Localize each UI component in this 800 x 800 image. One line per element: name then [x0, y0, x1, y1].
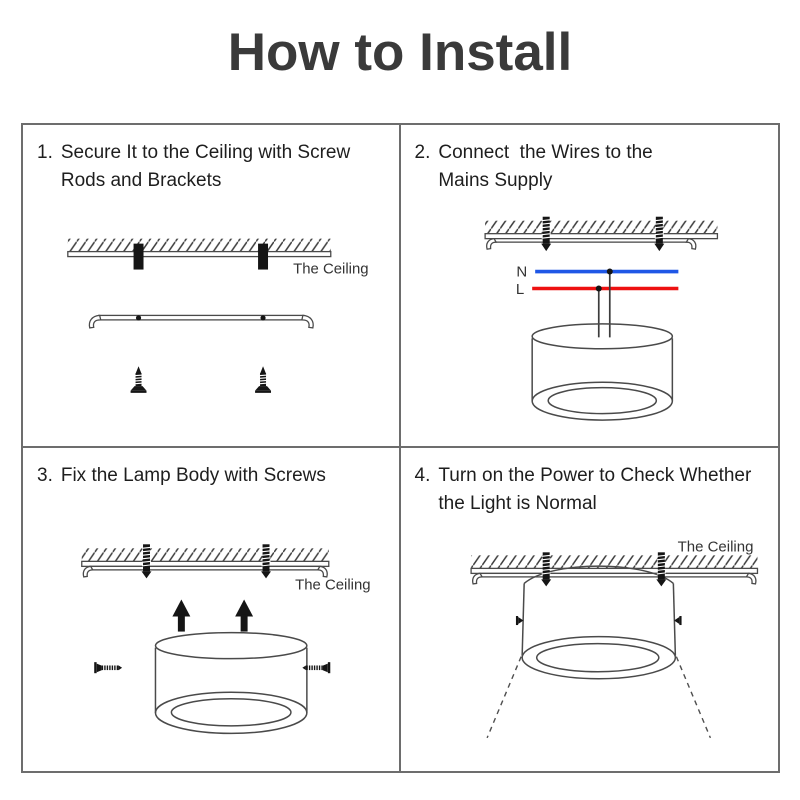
step-text-line: Rods and Brackets [60, 170, 222, 191]
step-text-line: Secure It to the Ceiling with Screw [60, 142, 351, 163]
page-title: How to Install [227, 23, 573, 82]
side-screw-icon [515, 616, 523, 626]
bracket-icon [485, 237, 696, 250]
ceiling-diagram [469, 555, 758, 585]
bracket-icon [88, 314, 314, 329]
panel-step-2: 2. Connect the Wires to the Mains Supply [400, 125, 778, 448]
step-text-line: Connect the Wires to the [438, 142, 653, 163]
ceiling-diagram [81, 544, 330, 579]
step-text-line: the Light is Normal [438, 493, 597, 514]
step-number: 4. [414, 465, 431, 486]
ceiling-diagram [483, 216, 718, 252]
step-2-instruction: 2. Connect the Wires to the Mains Supply [415, 139, 775, 195]
threaded-screw-icon [653, 216, 664, 252]
panel-step-1: 1. Secure It to the Ceiling with Screw R… [23, 125, 401, 448]
step-4-instruction: 4. Turn on the Power to Check Whether th… [415, 462, 775, 518]
step-number: 1. [37, 142, 53, 163]
ceiling-label: The Ceiling [293, 261, 369, 278]
lamp-diagram [530, 323, 673, 421]
threaded-screw-icon [655, 552, 666, 587]
step-text-line: Mains Supply [438, 170, 553, 191]
step-1-instruction: 1. Secure It to the Ceiling with Screw R… [37, 139, 395, 195]
step-4-diagram: The Ceiling [469, 538, 758, 739]
panel-step-4: 4. Turn on the Power to Check Whether th… [400, 448, 778, 771]
bracket-icon [471, 572, 757, 585]
step-text-line: Fix the Lamp Body with Screws [60, 465, 326, 486]
step-2-diagram: N L [483, 216, 718, 421]
step-text-line: Turn on the Power to Check Whether [438, 465, 752, 486]
arrow-up-icon [235, 599, 254, 632]
side-screw-icon [302, 662, 331, 674]
threaded-screw-icon [540, 216, 551, 252]
screw-icon [255, 366, 272, 393]
wire-label-neutral: N [516, 264, 527, 281]
step-text: Connect the Wires to the Mains Supply [438, 139, 652, 195]
ceiling-diagram [67, 238, 332, 270]
screw-rod-icon [133, 243, 144, 270]
threaded-screw-icon [141, 544, 152, 579]
wiring-diagram: N L [515, 264, 678, 338]
step-number: 3. [37, 465, 53, 486]
wire-junction-dot [595, 285, 602, 292]
steps-grid: 1. Secure It to the Ceiling with Screw R… [21, 123, 780, 773]
threaded-screw-icon [540, 552, 551, 587]
light-rays [485, 656, 711, 739]
step-3-diagram: The Ceiling [81, 544, 371, 735]
wire-junction-dot [606, 268, 613, 275]
threaded-screw-icon [261, 544, 272, 579]
arrow-up-icon [172, 599, 191, 632]
side-screw-icon [94, 662, 123, 674]
lamp-diagram [154, 631, 308, 735]
step-text: Turn on the Power to Check Whether the L… [438, 462, 751, 518]
step-1-diagram: The Ceiling [67, 238, 369, 393]
wire-label-live: L [515, 281, 523, 298]
step-text: Secure It to the Ceiling with Screw Rods… [61, 139, 350, 195]
screw-icon [130, 366, 147, 393]
ceiling-label: The Ceiling [677, 538, 753, 555]
panel-step-3: 3. Fix the Lamp Body with Screws [23, 448, 401, 771]
step-number: 2. [414, 142, 431, 163]
side-screw-icon [673, 616, 682, 626]
step-text: Fix the Lamp Body with Screws [61, 462, 326, 490]
screw-rod-icon [258, 243, 269, 270]
step-3-instruction: 3. Fix the Lamp Body with Screws [37, 462, 395, 490]
ceiling-label: The Ceiling [295, 576, 371, 593]
bracket-icon [82, 565, 328, 578]
